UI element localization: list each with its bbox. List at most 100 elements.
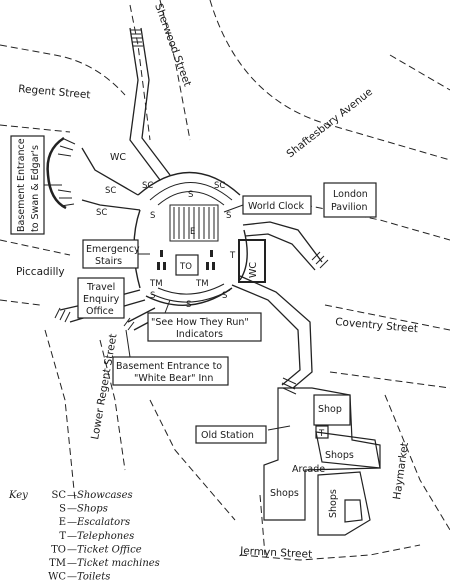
shop-box-right [317,471,371,536]
shop-arc-north-outer [149,182,233,201]
shop-label-upper: Shop [318,404,342,415]
street-kerbs [0,0,450,561]
telephone-label: T [318,429,325,439]
sc-label: SC [96,208,107,218]
old-station-block [263,387,381,536]
basement-swan-line2: to Swan & Edgar's [30,145,41,232]
key: Key SC—ShowcasesS—ShopsE—EscalatorsT—Tel… [8,490,160,583]
wc-label-east: WC [248,262,259,278]
street-names: Sherwood Street Regent Street Shaftesbur… [16,2,418,561]
street-sherwood: Sherwood Street [152,2,193,88]
kerb-lower-regent-east [99,339,126,471]
ticket-office-box [175,254,199,276]
ticket-machine [212,262,215,270]
key-entry: TO [51,544,66,555]
street-shaftesbury: Shaftesbury Avenue [284,86,375,160]
escalator-bank [169,204,219,242]
subway-sherwood-b [140,27,171,176]
white-bear-line2: "White Bear" Inn [134,373,213,384]
street-lower-regent: Lower Regent Street [89,333,119,441]
shops-label-left: Shops [270,488,299,499]
feature-labels: WC WC SC SC SC SC S S S S S S E T TO TM … [96,152,354,518]
subway-sherwood-a [129,27,161,181]
key-entry: TM [49,558,66,569]
see-how-box [147,312,262,342]
key-entry: T [59,531,66,542]
concourse-outer-east [239,229,248,281]
ticket-machine [160,250,163,257]
ticket-machines [157,250,215,270]
travel-line2: Enquiry [83,294,120,305]
street-piccadilly: Piccadilly [16,266,65,278]
shop-arc-south-outer [151,289,231,303]
key-meaning: —Toilets [67,572,110,583]
stairs-lower-regent [54,307,71,323]
shop-label: S [226,211,231,221]
telephone-label: T [229,251,236,261]
street-jermyn: Jermyn Street [239,545,313,561]
key-entry: WC [48,572,66,583]
sc-label: SC [105,186,116,196]
shop-inner-notch [344,499,363,523]
escalator-hatch [173,207,215,239]
subway-swan-a [81,147,139,196]
sc-label: SC [142,181,153,191]
escalator-frame [169,204,219,242]
travel-enquiry-box [77,277,125,319]
kerb-bottom-centre [149,399,236,521]
london-pavilion-box [323,182,377,218]
shops-label-middle: Shops [325,450,354,461]
see-how-line2: Indicators [176,329,223,340]
ticket-office-label: TO [179,262,192,272]
emergency-line2: Stairs [95,256,122,267]
kerb-sherwood-east [159,0,191,141]
key-entry: E [59,517,66,528]
key-entry: S [59,504,66,515]
key-meaning: —Ticket machines [67,558,160,569]
ticket-machine-label: TM [149,279,163,289]
key-abbr: TM [49,558,66,569]
wc-block-east [238,239,266,283]
concourse [133,171,248,306]
key-abbr: E [59,517,66,528]
emergency-stairs-box [82,239,139,269]
street-coventry: Coventry Street [335,316,419,335]
kerb-regent-south [0,124,71,133]
key-entry: SC [51,490,66,501]
ticket-machine [210,250,213,257]
white-bear-line1: Basement Entrance to [116,361,222,372]
stairs-whitebear [123,317,135,331]
key-abbr: T [59,531,66,542]
sc-label: SC [214,181,225,191]
kerb-regent-north [0,44,126,96]
key-abbr: SC [51,490,66,501]
london-pavilion-line2: Pavilion [331,202,368,213]
key-meaning: —Escalators [67,517,130,528]
key-abbr: S [59,504,66,515]
stairs-swan [57,137,76,207]
kerb-shaftesbury-north [209,0,450,161]
shops-label-right: Shops [328,489,339,518]
subway-whitebear-a [127,307,156,323]
stair-hatching [54,29,329,395]
old-station-label: Old Station [201,430,254,441]
wc-label-north: WC [110,152,126,163]
old-station-box [195,425,267,444]
shop-arc-north-inner [157,191,225,206]
pointers [44,184,244,358]
travel-line3: Office [86,306,114,317]
callout-text: Basement Entrance to Swan & Edgar's Worl… [16,138,368,441]
street-haymarket: Haymarket [391,441,411,500]
kerb-coventry-south [329,371,450,389]
travel-line1: Travel [86,282,115,293]
key-heading: Key [8,490,28,501]
subway-pavilion-b [244,233,316,271]
callout-boxes [10,135,377,444]
shop-box-middle [315,431,381,469]
basement-swan-box [10,135,45,235]
see-how-line1: "See How They Run" [151,317,249,328]
pointer-white-bear [125,329,131,358]
kerb-piccadilly-west [0,239,71,256]
ticket-machine [163,262,166,270]
